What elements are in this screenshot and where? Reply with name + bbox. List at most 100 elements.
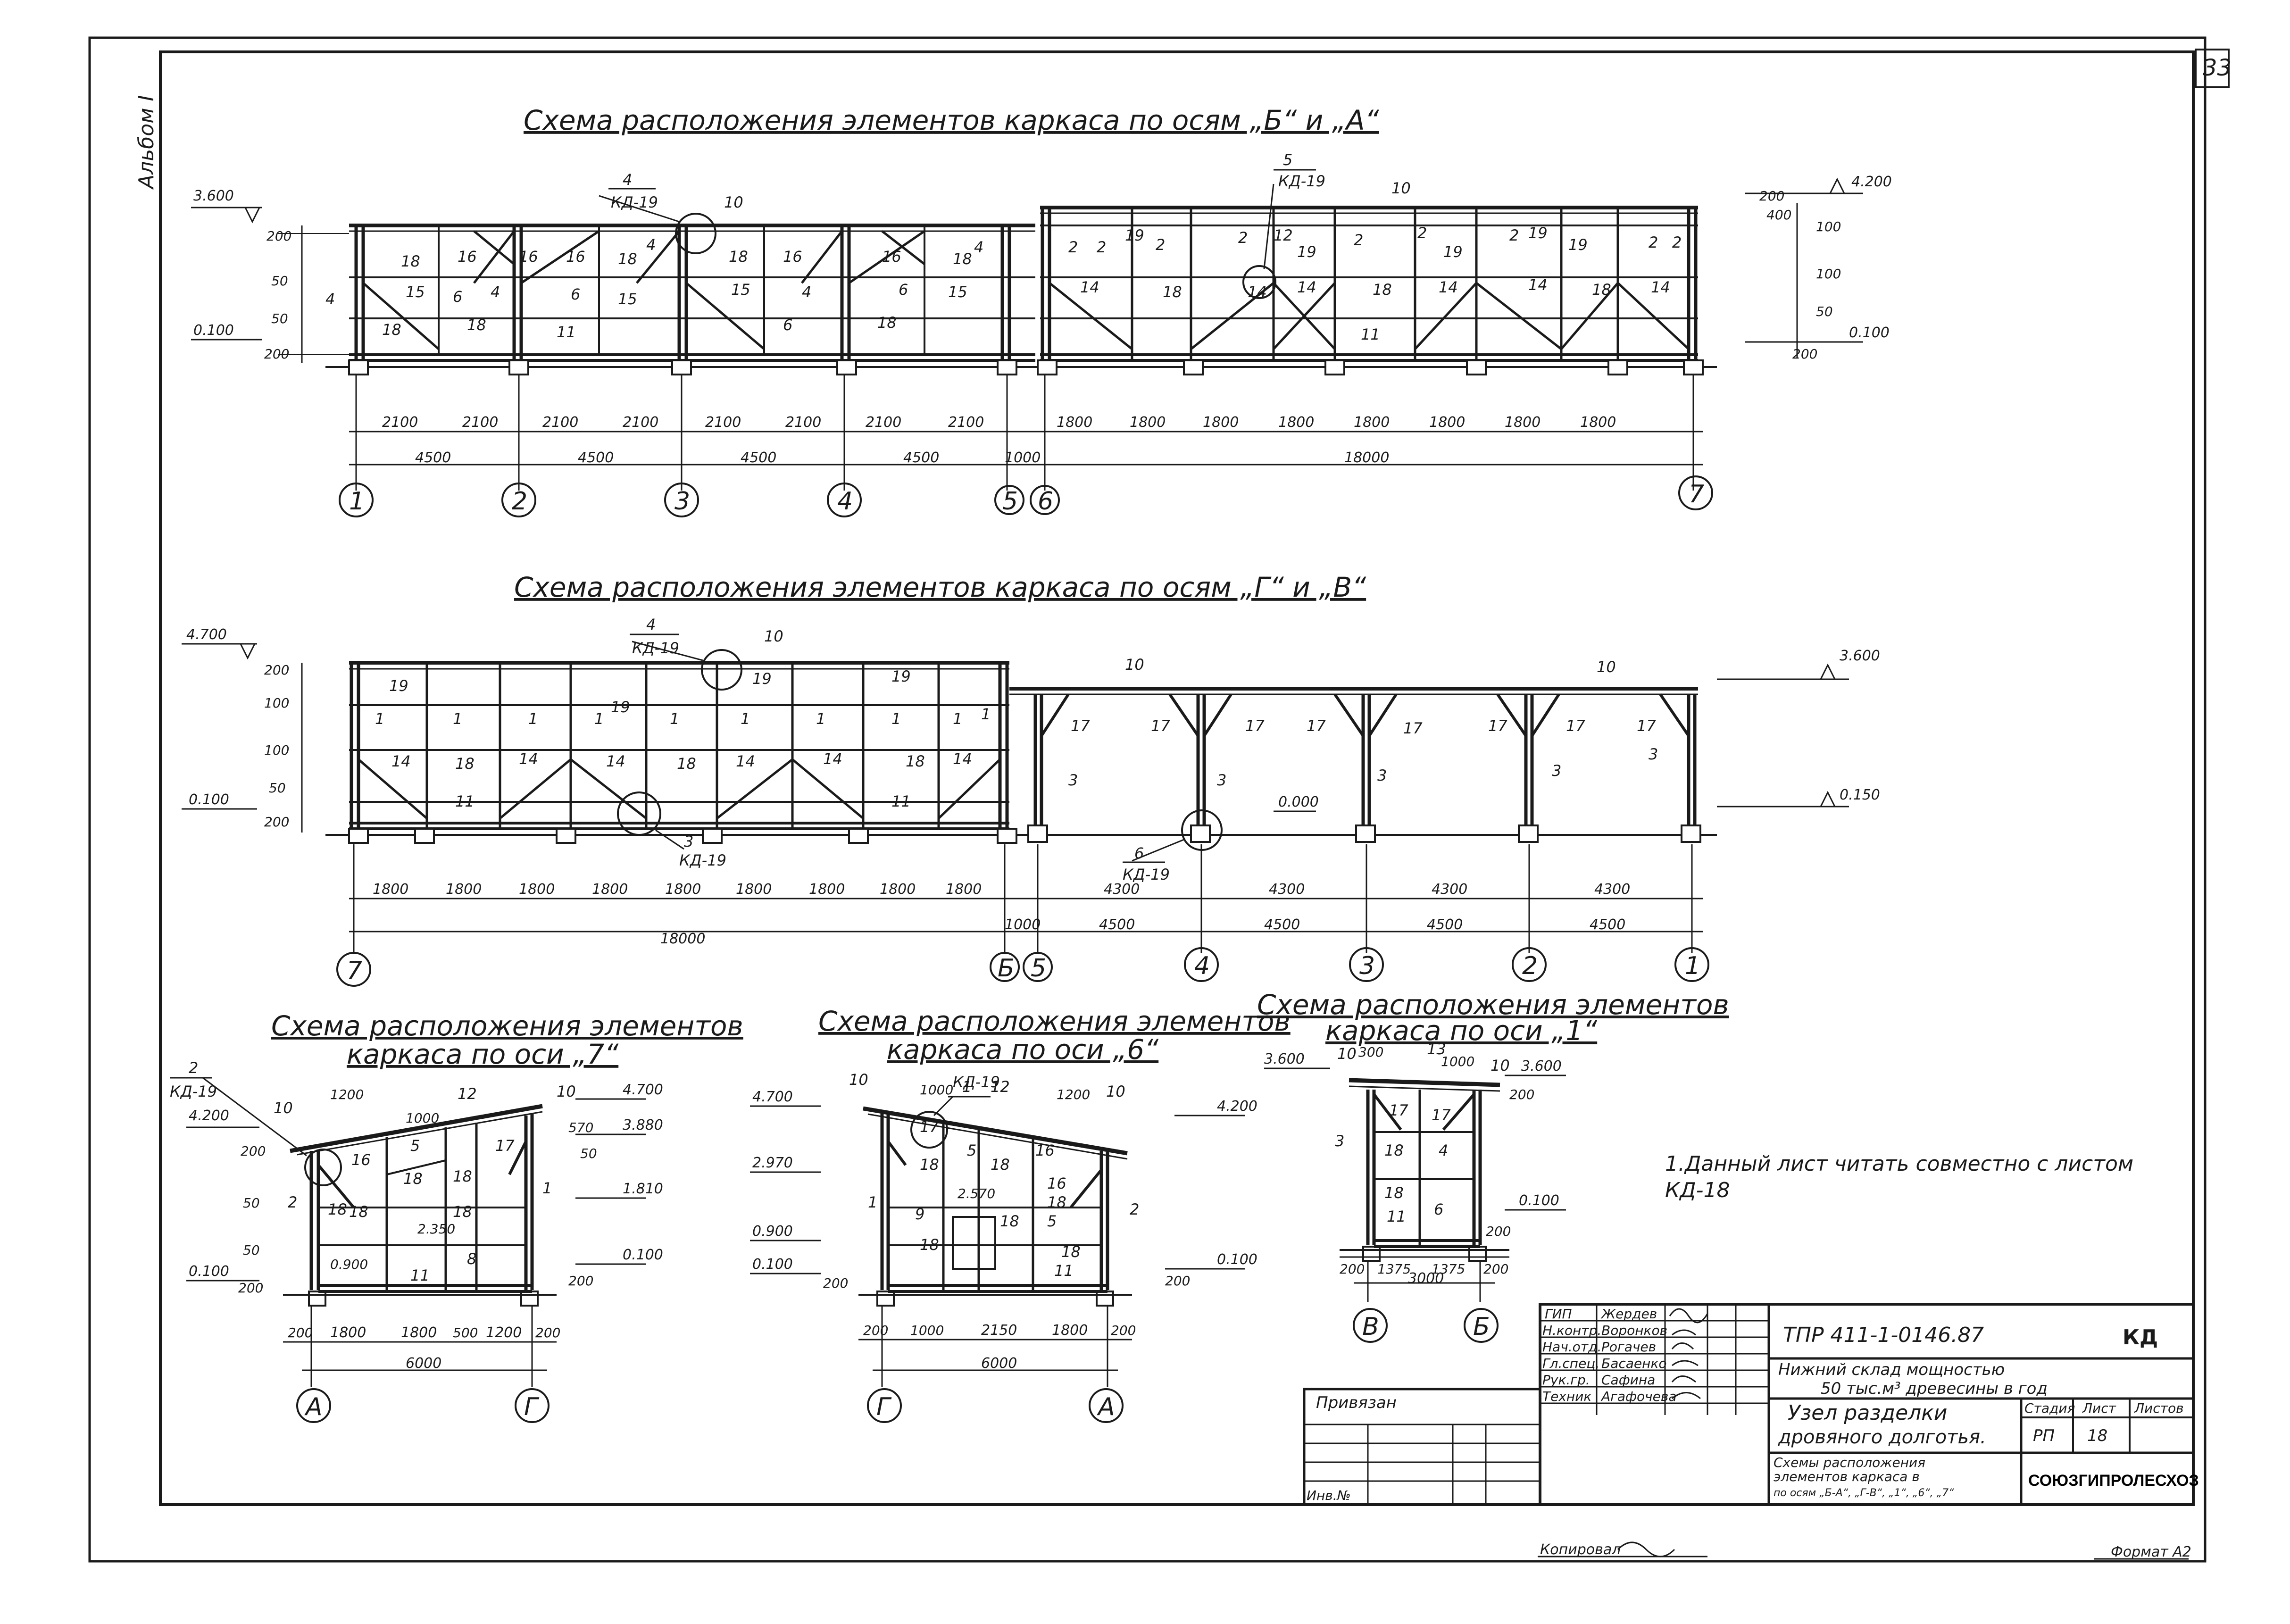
svg-text:Воронков: Воронков xyxy=(1601,1323,1667,1338)
svg-text:Н.контр.: Н.контр. xyxy=(1542,1323,1601,1338)
svg-text:18: 18 xyxy=(1592,281,1611,299)
svg-text:1: 1 xyxy=(528,710,538,728)
svg-text:4500: 4500 xyxy=(1099,916,1135,933)
svg-text:1000: 1000 xyxy=(910,1323,944,1338)
svg-text:1: 1 xyxy=(868,1193,877,1211)
svg-text:18: 18 xyxy=(877,314,897,332)
svg-text:18: 18 xyxy=(953,250,972,268)
binding-label: Привязан xyxy=(1316,1393,1397,1412)
svg-text:17: 17 xyxy=(1307,717,1326,735)
svg-text:15: 15 xyxy=(731,281,750,299)
svg-text:2.970: 2.970 xyxy=(752,1155,793,1171)
svg-text:18: 18 xyxy=(920,1156,939,1174)
svg-text:50: 50 xyxy=(1816,304,1833,319)
callout-circle xyxy=(304,1149,342,1186)
svg-text:4500: 4500 xyxy=(578,450,614,466)
axis1-section: Схема расположения элементов каркаса по … xyxy=(1257,989,1729,1343)
svg-text:1: 1 xyxy=(962,1078,972,1096)
svg-text:1375: 1375 xyxy=(1432,1261,1465,1277)
svg-text:4: 4 xyxy=(646,236,656,254)
axis6-title-2: каркаса по оси „6“ xyxy=(887,1033,1159,1066)
svg-text:14: 14 xyxy=(1248,283,1267,301)
svg-text:14: 14 xyxy=(1528,276,1548,294)
axis7-title-2: каркаса по оси „7“ xyxy=(347,1038,619,1070)
svg-text:3: 3 xyxy=(684,833,693,850)
svg-text:2100: 2100 xyxy=(866,414,901,431)
svg-text:ГИП: ГИП xyxy=(1545,1306,1572,1322)
axis1-title-2: каркаса по оси „1“ xyxy=(1325,1015,1598,1047)
svg-text:4.200: 4.200 xyxy=(189,1108,229,1124)
svg-text:19: 19 xyxy=(1125,226,1144,244)
footer-copied: Копировал xyxy=(1540,1541,1621,1558)
svg-text:Узел разделки: Узел разделки xyxy=(1788,1401,1947,1425)
svg-text:1: 1 xyxy=(349,487,365,516)
svg-text:100: 100 xyxy=(1816,266,1841,282)
middle-frame-left xyxy=(349,661,1009,830)
svg-text:1800: 1800 xyxy=(736,881,772,898)
svg-text:5: 5 xyxy=(1283,151,1292,169)
top-frame-left xyxy=(349,224,1035,362)
svg-text:5: 5 xyxy=(1047,1212,1057,1230)
top-elevation: Схема расположения элементов каркаса по … xyxy=(191,104,1892,517)
axis1-title-1: Схема расположения элементов xyxy=(1257,989,1729,1021)
svg-text:0.100: 0.100 xyxy=(623,1247,663,1263)
svg-text:1: 1 xyxy=(594,710,604,728)
svg-text:КД-19: КД-19 xyxy=(611,193,658,211)
svg-text:18000: 18000 xyxy=(1344,450,1389,466)
svg-text:18: 18 xyxy=(1384,1184,1404,1202)
general-note: 1.Данный лист читать совместно с листом … xyxy=(1665,1152,2133,1202)
svg-text:4: 4 xyxy=(1439,1141,1448,1159)
axis6-callout: 1 КД-19 xyxy=(933,1073,1000,1116)
axis6-levels: 4.700 2.970 0.900 0.100 200 4.200 0.100 … xyxy=(750,1089,1257,1291)
svg-text:4500: 4500 xyxy=(1590,916,1625,933)
svg-text:4: 4 xyxy=(491,283,500,301)
svg-text:16: 16 xyxy=(458,248,477,266)
svg-text:2: 2 xyxy=(512,487,527,516)
svg-text:200: 200 xyxy=(266,228,291,244)
svg-text:0.100: 0.100 xyxy=(752,1256,793,1273)
svg-text:4500: 4500 xyxy=(415,450,451,466)
svg-text:14: 14 xyxy=(1651,278,1670,296)
svg-text:КД-19: КД-19 xyxy=(953,1073,1000,1091)
svg-text:17: 17 xyxy=(1389,1101,1408,1119)
svg-text:6: 6 xyxy=(783,316,792,334)
svg-text:10: 10 xyxy=(849,1071,868,1089)
svg-text:Г: Г xyxy=(876,1393,892,1421)
svg-text:1200: 1200 xyxy=(330,1087,364,1102)
svg-text:18: 18 xyxy=(1163,283,1182,301)
svg-text:В: В xyxy=(1362,1313,1379,1341)
svg-text:Гл.спец.: Гл.спец. xyxy=(1542,1356,1599,1371)
svg-text:50 тыс.м³ древесины в год: 50 тыс.м³ древесины в год xyxy=(1821,1379,2048,1398)
svg-text:200: 200 xyxy=(238,1280,263,1296)
svg-text:50: 50 xyxy=(580,1146,597,1161)
top-dimensions: 2100 2100 2100 2100 2100 2100 2100 2100 … xyxy=(349,375,1703,491)
svg-text:17: 17 xyxy=(495,1137,515,1155)
svg-text:200: 200 xyxy=(264,346,289,362)
svg-text:200: 200 xyxy=(1340,1261,1365,1277)
svg-text:4500: 4500 xyxy=(1427,916,1463,933)
svg-text:18: 18 xyxy=(401,252,420,270)
svg-text:17: 17 xyxy=(1245,717,1265,735)
svg-text:4.700: 4.700 xyxy=(623,1082,663,1098)
svg-text:100: 100 xyxy=(1816,219,1841,234)
svg-text:1800: 1800 xyxy=(1130,414,1166,431)
svg-text:18000: 18000 xyxy=(660,931,705,947)
svg-text:4: 4 xyxy=(1194,952,1210,980)
svg-text:50: 50 xyxy=(271,273,288,289)
svg-text:14: 14 xyxy=(1297,278,1316,296)
svg-text:18: 18 xyxy=(1047,1193,1066,1211)
svg-text:5: 5 xyxy=(1031,954,1046,983)
svg-text:50: 50 xyxy=(243,1195,260,1211)
callout-circle xyxy=(1242,265,1276,299)
svg-text:Лист: Лист xyxy=(2082,1400,2116,1416)
svg-text:4300: 4300 xyxy=(1594,881,1630,898)
org-name: СОЮЗГИПРОЛЕСХОЗ xyxy=(2028,1472,2199,1490)
svg-text:12: 12 xyxy=(991,1078,1010,1096)
svg-text:17: 17 xyxy=(920,1118,939,1136)
svg-text:3: 3 xyxy=(1377,766,1387,784)
svg-text:4.200: 4.200 xyxy=(1851,174,1892,190)
svg-text:5: 5 xyxy=(967,1141,976,1159)
top-title: Схема расположения элементов каркаса по … xyxy=(524,104,1379,136)
